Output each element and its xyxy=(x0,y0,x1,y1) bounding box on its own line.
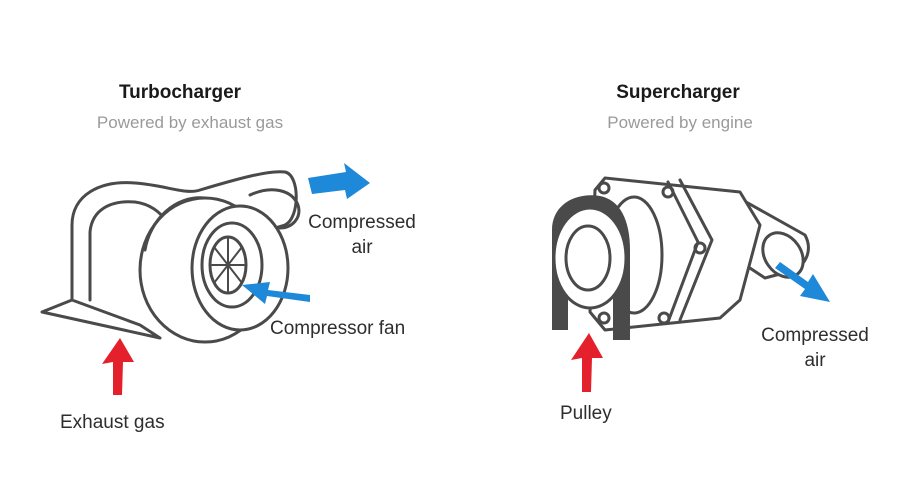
turbocharger-title: Turbocharger xyxy=(118,82,242,103)
turbocharger-illustration xyxy=(40,170,301,344)
supercharger-title: Supercharger xyxy=(616,82,740,103)
compressor-fan-label: Compressor fan xyxy=(270,318,406,339)
turbocharger-subtitle: Powered by exhaust gas xyxy=(96,113,284,132)
arrow-blue-icon xyxy=(775,262,830,302)
super-compressed-air-line1: Compressed xyxy=(761,325,869,346)
turbo-compressed-air-label: Compressed air xyxy=(308,210,416,260)
pulley-wheel xyxy=(552,206,628,310)
arrow-blue-icon xyxy=(242,282,310,304)
arrow-blue-icon xyxy=(308,163,370,199)
supercharger-subtitle: Powered by engine xyxy=(607,113,753,132)
turbo-compressed-air-line2: air xyxy=(351,237,373,258)
turbo-compressed-air-line1: Compressed xyxy=(308,212,416,233)
super-compressed-air-label: Compressed air xyxy=(761,323,869,373)
arrow-red-icon xyxy=(102,338,134,395)
exhaust-gas-label: Exhaust gas xyxy=(60,412,165,433)
pulley-label: Pulley xyxy=(560,403,612,424)
super-compressed-air-line2: air xyxy=(804,350,826,371)
arrow-red-icon xyxy=(571,333,603,392)
